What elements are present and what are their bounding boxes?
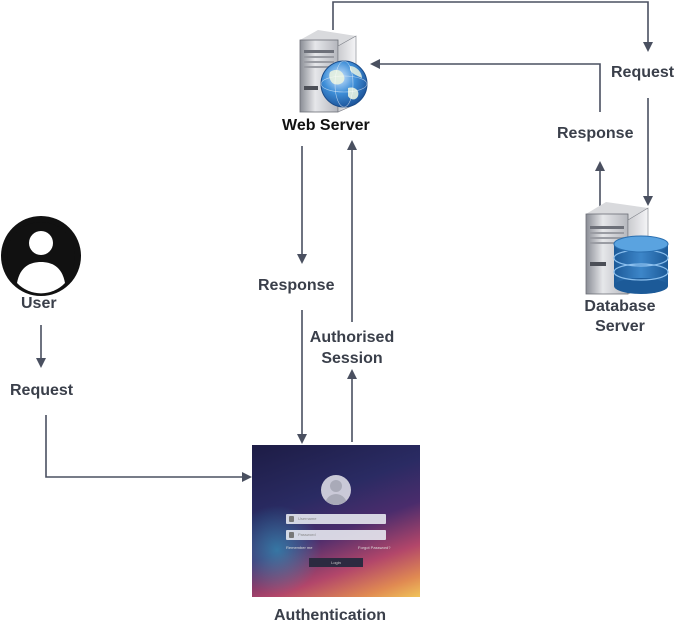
edge-label-response-db: Response [557, 125, 634, 142]
edge-label-authorised-session: Authorised Session [300, 327, 404, 369]
login-password-placeholder: Password [298, 532, 316, 537]
edge-label-authorised-line2: Session [321, 350, 383, 367]
edge-web-to-db-request [332, 1, 653, 206]
database-server-label: Database Server [570, 297, 670, 337]
login-screen-image: Username Password Remember me Forgot Pas… [252, 445, 420, 597]
database-server-label-line2: Server [595, 318, 645, 335]
login-password-field: Password [286, 530, 386, 540]
web-server-label: Web Server [282, 117, 370, 134]
edge-label-request-user: Request [10, 382, 74, 399]
user-icon [1, 216, 81, 296]
edge-label-response-auth: Response [258, 277, 335, 294]
login-user-icon [289, 516, 294, 522]
edge-label-request-db: Request [611, 64, 675, 81]
login-button: Login [309, 558, 363, 567]
login-username-placeholder: Username [298, 516, 317, 521]
user-label: User [21, 295, 57, 312]
login-remember-label: Remember me [286, 545, 313, 550]
edge-user-to-auth-request [36, 325, 252, 482]
database-server-label-line1: Database [584, 298, 656, 315]
globe-icon [320, 60, 368, 108]
database-icon [613, 235, 669, 294]
edge-label-authorised-line1: Authorised [309, 329, 395, 346]
edge-db-to-web-response [370, 59, 605, 206]
login-avatar-icon [321, 475, 351, 505]
login-forgot-label: Forgot Password? [358, 545, 391, 550]
login-username-field: Username [286, 514, 386, 524]
login-lock-icon [289, 532, 294, 538]
authentication-label: Authentication [274, 607, 386, 624]
